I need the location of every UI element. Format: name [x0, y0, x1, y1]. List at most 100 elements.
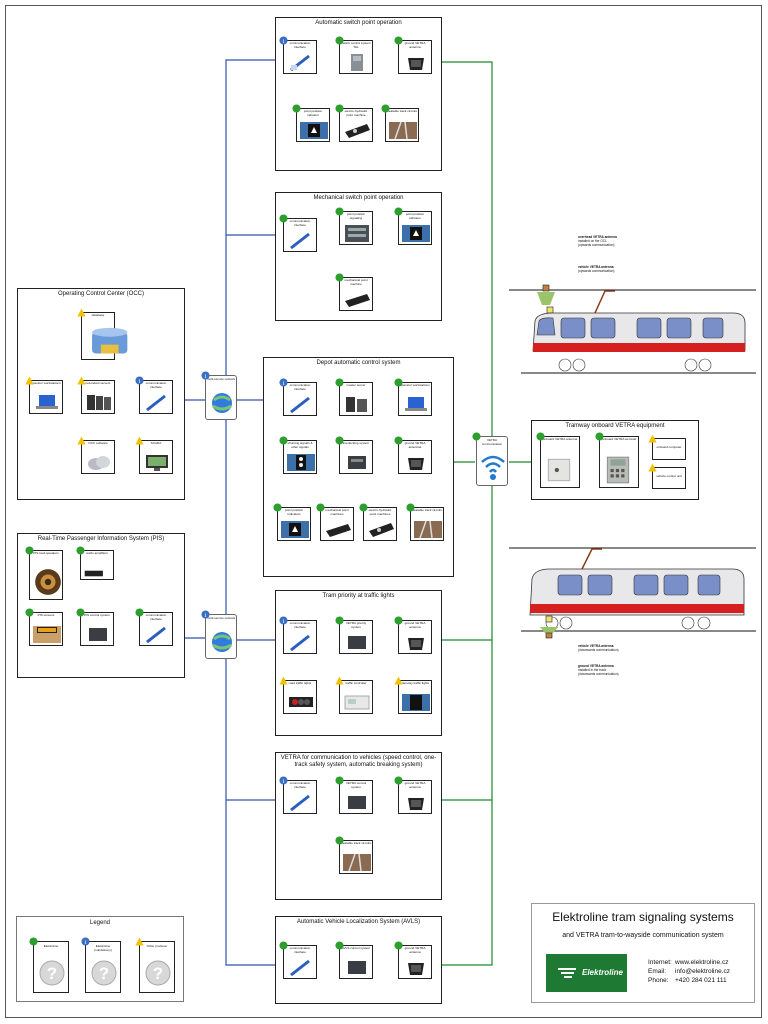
elektroline-badge — [536, 432, 545, 441]
keypad-terminal-icon — [606, 456, 630, 484]
vetra-control-node[interactable]: VETRA control system — [335, 776, 373, 814]
vetra-comm-hub[interactable]: VETRA communication — [472, 432, 508, 486]
info-box: Elektroline tram signaling systems and V… — [531, 903, 755, 1003]
vehicle-control-unit-node[interactable]: vehicle control unit — [648, 463, 686, 489]
database-node[interactable]: database — [77, 308, 128, 360]
track-circuits-node[interactable]: heatable track circuits — [381, 104, 419, 142]
page-frame — [5, 5, 762, 1018]
group-title: Automatic Vehicle Localization System (A… — [296, 919, 421, 925]
elektroline-subdelivery-badge: i — [279, 36, 288, 45]
comm-interface-node[interactable]: communication interface i — [279, 36, 317, 74]
other-producer-badge — [77, 376, 86, 385]
legend-title: Legend — [89, 920, 111, 926]
ground-antenna-beam — [540, 627, 558, 633]
point-indicator-node[interactable]: point position indicator — [394, 207, 432, 245]
svg-text:i: i — [283, 618, 285, 625]
elektroline-badge — [25, 546, 34, 555]
comm-interface-node[interactable]: communication interface — [279, 941, 317, 979]
wifi-icon — [481, 455, 505, 480]
elektroline-badge — [335, 104, 344, 113]
control-unit-icon — [348, 796, 366, 809]
display-screen-icon — [33, 626, 61, 643]
elektroline-badge — [394, 436, 403, 445]
hydraulic-point-machine-node[interactable]: electro-hydraulic point machine — [335, 104, 373, 142]
comm-interface-node[interactable]: communication interface — [279, 214, 317, 252]
tram-upper — [532, 284, 746, 372]
track-circuits-node[interactable]: heatable track circuits — [335, 836, 373, 874]
onboard-computer-node[interactable]: onboard computer — [648, 434, 686, 460]
road-traffic-lights-node[interactable]: road traffic lights — [279, 676, 317, 714]
svg-text:i: i — [283, 380, 285, 387]
comm-interface-node[interactable]: communication interface i — [135, 376, 173, 414]
switch-control-node[interactable]: switch control system TAL — [335, 36, 373, 74]
elektroline-badge — [25, 608, 34, 617]
svg-text:i: i — [205, 612, 207, 619]
elektroline-badge — [394, 378, 403, 387]
traffic-controller-node[interactable]: traffic controller — [335, 676, 373, 714]
point-indicator-node[interactable]: point position indicator — [292, 104, 330, 142]
network-cable-icon — [290, 232, 310, 249]
point-indicator-node[interactable]: point position indicators — [273, 503, 311, 541]
ground-antenna-node[interactable]: ground VETRA antenna — [394, 616, 432, 654]
elektroline-badge — [394, 616, 403, 625]
redundant-servers-node[interactable]: redundant servers — [77, 376, 115, 414]
network-hub-top[interactable]: multi-service network i — [201, 371, 237, 420]
other-producer-badge — [77, 436, 86, 445]
point-machine-icon — [345, 294, 370, 307]
audio-amplifiers-node[interactable]: audio amplifiers — [76, 546, 114, 580]
email-link[interactable]: info@elektroline.cz — [675, 968, 731, 975]
elektroline-badge — [335, 776, 344, 785]
network-hub-bottom[interactable]: multi-service network i — [201, 610, 237, 659]
interlocking-node[interactable]: interlocking system — [335, 436, 373, 474]
shunting-signals-node[interactable]: shunting signals & other signals — [279, 436, 317, 474]
ground-antenna-node[interactable]: ground VETRA antenna — [394, 776, 432, 814]
elektroline-logo: Elektroline — [546, 954, 627, 992]
operator-workstation-node[interactable]: operator workstations — [394, 378, 432, 416]
elektroline-badge — [335, 273, 344, 282]
priority-system-node[interactable]: VETRA priority system — [335, 616, 373, 654]
mech-point-machine-node[interactable]: mechanical point machine — [335, 273, 373, 311]
elektroline-badge — [394, 207, 403, 216]
tramway-traffic-lights-node[interactable]: tramway traffic lights — [394, 676, 432, 714]
comm-interface-node[interactable]: communication interface i — [279, 616, 317, 654]
laptop-icon — [405, 397, 427, 411]
ground-antenna-node[interactable]: ground VETRA antennas — [394, 436, 432, 474]
ground-antenna-node[interactable]: ground VETRA antenna — [394, 36, 432, 74]
point-signaling-node[interactable]: point position signaling — [335, 207, 373, 245]
phone-value: +420 284 021 111 — [675, 977, 727, 984]
server-rack-icon — [346, 397, 367, 412]
speaker-icon — [35, 569, 61, 595]
ground-antenna — [545, 632, 553, 639]
comm-interface-node[interactable]: communication interface — [135, 608, 173, 646]
legend-subdelivery: Elektroline (subdelivery) ? i — [81, 937, 121, 993]
elektroline-badge — [394, 941, 403, 950]
server-rack-icon — [87, 395, 111, 410]
svg-text:i: i — [85, 939, 87, 946]
legend: Legend Elektroline ? Elektroline (subdel… — [16, 916, 184, 1002]
comm-interface-node[interactable]: communication interface i — [279, 378, 317, 416]
traffic-light-icon — [289, 697, 313, 707]
onboard-antenna-node[interactable]: onboard VETRA antenna — [536, 432, 580, 488]
avls-control-node[interactable]: AVLS control system — [335, 941, 373, 979]
elektroline-badge — [279, 436, 288, 445]
hydraulic-point-machine-node[interactable]: electro-hydraulic point machines — [359, 503, 397, 541]
group-title: Automatic switch point operation — [315, 20, 402, 26]
internet-link[interactable]: www.elektroline.cz — [675, 959, 729, 966]
mech-point-machine-node[interactable]: mechanical point machines — [316, 503, 354, 541]
pis-control-node[interactable]: PIS control system — [76, 608, 114, 646]
comm-interface-node[interactable]: communication interface i — [279, 776, 317, 814]
occ-software-node[interactable]: OCC software — [77, 436, 115, 474]
network-globe-icon — [212, 632, 232, 652]
master-server-node[interactable]: master server — [335, 378, 373, 416]
svg-text:i: i — [283, 778, 285, 785]
elektroline-badge — [292, 104, 301, 113]
control-unit-icon — [348, 961, 366, 974]
operator-workstation-node[interactable]: operator workstations — [25, 376, 63, 414]
loudspeakers-node[interactable]: PIS loud-speakers — [25, 546, 63, 600]
ground-antenna-node[interactable]: ground VETRA antenna — [394, 941, 432, 979]
scada-node[interactable]: SCADA — [135, 436, 173, 474]
pis-screens-node[interactable]: PIS screens — [25, 608, 63, 646]
track-circuits-node[interactable]: heatable track circuits — [406, 503, 444, 541]
onboard-terminal-node[interactable]: onboard VETRA terminal — [595, 432, 639, 488]
